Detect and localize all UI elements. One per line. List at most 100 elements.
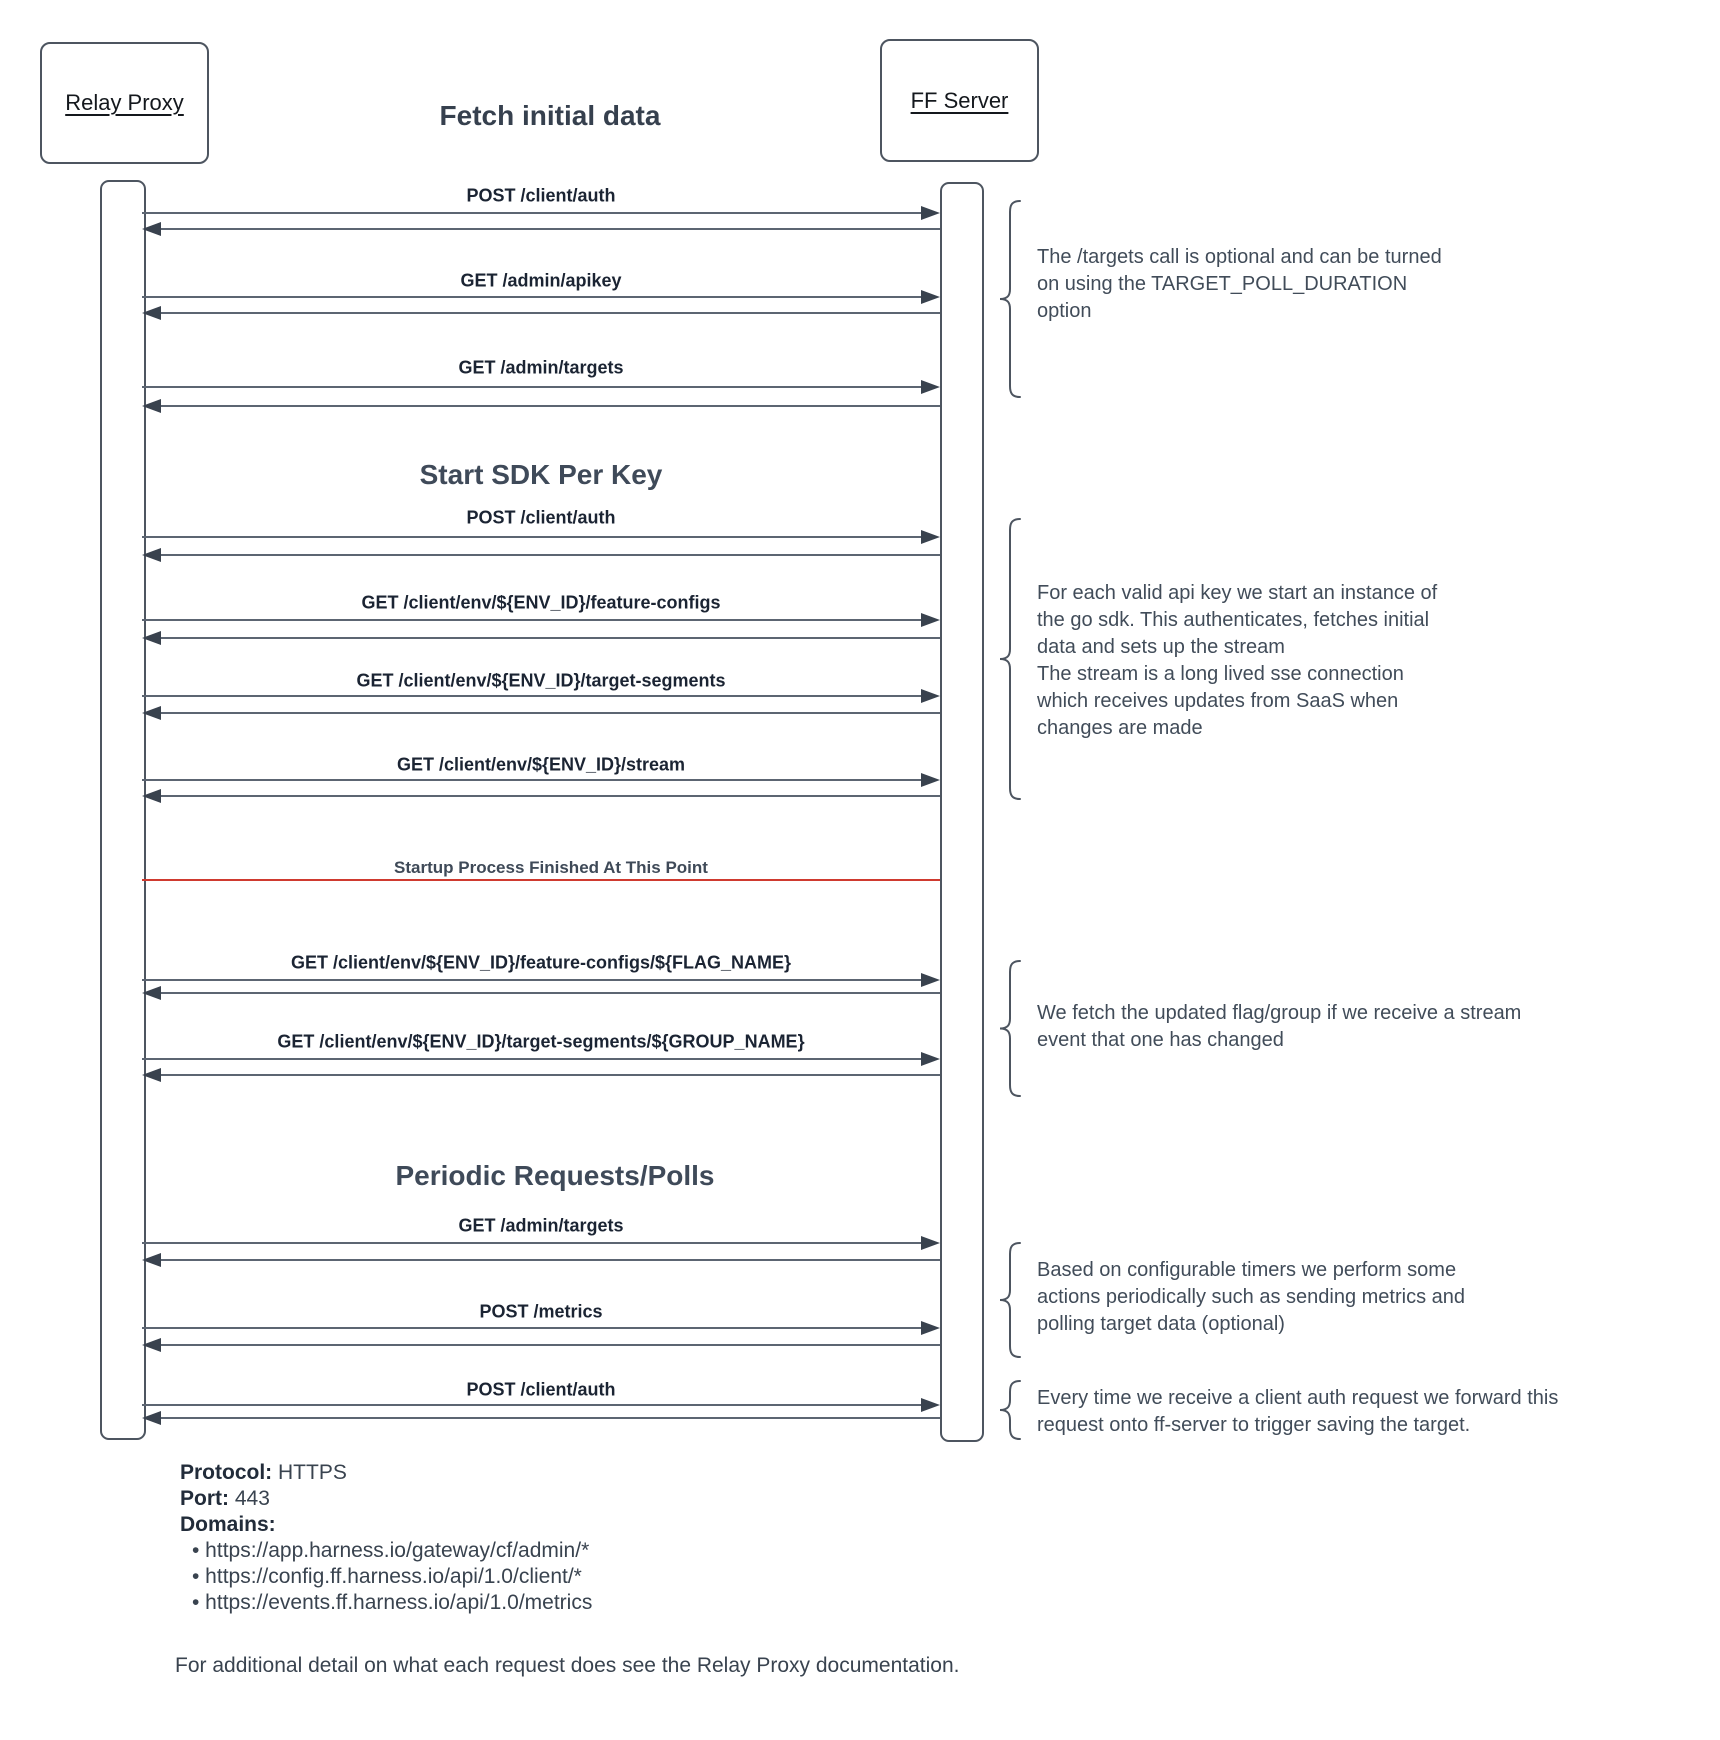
message-arrow-forward (142, 1242, 923, 1244)
message-arrow-forward (142, 536, 923, 538)
message-arrow-forward (142, 779, 923, 781)
domain-item: • https://app.harness.io/gateway/cf/admi… (192, 1539, 590, 1562)
arrowhead-right-icon (921, 613, 940, 627)
message-label: GET /client/env/${ENV_ID}/stream (390, 754, 692, 776)
annotation-line: Every time we receive a client auth requ… (1037, 1387, 1559, 1409)
arrowhead-right-icon (921, 530, 940, 544)
arrowhead-left-icon (142, 222, 161, 236)
message-arrow-forward (142, 296, 923, 298)
arrowhead-left-icon (142, 399, 161, 413)
message-arrow-return (159, 1259, 940, 1261)
relay-proxy-actor-box: Relay Proxy (40, 42, 209, 164)
annotation-brace-icon (999, 200, 1021, 398)
message-arrow-forward (142, 695, 923, 697)
annotation-line: For each valid api key we start an insta… (1037, 582, 1438, 604)
message-arrow-return (159, 637, 940, 639)
arrowhead-left-icon (142, 1338, 161, 1352)
message-label: POST /metrics (473, 1301, 609, 1323)
message-label: GET /client/env/${ENV_ID}/feature-config… (284, 952, 798, 974)
annotation-line: which receives updates from SaaS when (1037, 690, 1399, 712)
annotation-line: Based on configurable timers we perform … (1037, 1259, 1457, 1281)
message-label: POST /client/auth (460, 507, 622, 529)
info-domains: Domains: (180, 1512, 592, 1538)
protocol-value: HTTPS (278, 1461, 347, 1484)
annotation-text: Based on configurable timers we perform … (1037, 1257, 1465, 1338)
annotation-line: The stream is a long lived sse connectio… (1037, 663, 1404, 685)
domain-item: • https://events.ff.harness.io/api/1.0/m… (192, 1591, 593, 1614)
message-label: POST /client/auth (460, 185, 622, 207)
message-label: POST /client/auth (460, 1379, 622, 1401)
domain-item: • https://config.ff.harness.io/api/1.0/c… (192, 1565, 582, 1588)
message-arrow-forward (142, 212, 923, 214)
arrowhead-right-icon (921, 1052, 940, 1066)
arrowhead-left-icon (142, 631, 161, 645)
arrowhead-left-icon (142, 548, 161, 562)
message-label: GET /client/env/${ENV_ID}/target-segment… (271, 1031, 811, 1053)
info-port: Port: 443 (180, 1486, 592, 1512)
milestone-line (142, 879, 940, 881)
message-arrow-forward (142, 386, 923, 388)
arrowhead-right-icon (921, 380, 940, 394)
relay-proxy-lifeline (100, 180, 146, 1440)
annotation-text: Every time we receive a client auth requ… (1037, 1385, 1558, 1439)
section-heading: Periodic Requests/Polls (395, 1160, 715, 1191)
section-heading: Start SDK Per Key (419, 459, 663, 490)
annotation-brace-icon (999, 960, 1021, 1097)
message-arrow-forward (142, 619, 923, 621)
arrowhead-left-icon (142, 306, 161, 320)
message-label: GET /admin/targets (452, 357, 630, 379)
annotation-line: event that one has changed (1037, 1029, 1284, 1051)
ff-server-label: FF Server (910, 87, 1009, 113)
ff-server-lifeline (940, 182, 984, 1442)
annotation-line: actions periodically such as sending met… (1037, 1286, 1465, 1308)
annotation-line: request onto ff-server to trigger saving… (1037, 1414, 1471, 1436)
message-arrow-return (159, 992, 940, 994)
annotation-line: changes are made (1037, 717, 1203, 739)
message-label: GET /client/env/${ENV_ID}/target-segment… (350, 670, 732, 692)
arrowhead-left-icon (142, 1068, 161, 1082)
protocol-label: Protocol: (180, 1461, 273, 1484)
annotation-brace-icon (999, 1242, 1021, 1358)
message-arrow-forward (142, 1404, 923, 1406)
message-label: GET /admin/apikey (454, 270, 628, 292)
arrowhead-right-icon (921, 206, 940, 220)
ff-server-actor-box: FF Server (880, 39, 1039, 162)
arrowhead-right-icon (921, 773, 940, 787)
annotation-line: the go sdk. This authenticates, fetches … (1037, 609, 1430, 631)
arrowhead-left-icon (142, 986, 161, 1000)
diagram-title: Fetch initial data (439, 100, 661, 131)
message-arrow-return (159, 795, 940, 797)
relay-proxy-label: Relay Proxy (65, 90, 184, 115)
arrowhead-right-icon (921, 973, 940, 987)
message-arrow-return (159, 312, 940, 314)
footer-note: For additional detail on what each reque… (175, 1654, 960, 1677)
message-arrow-return (159, 712, 940, 714)
annotation-text: For each valid api key we start an insta… (1037, 580, 1437, 742)
arrowhead-right-icon (921, 1398, 940, 1412)
message-arrow-forward (142, 1058, 923, 1060)
arrowhead-right-icon (921, 290, 940, 304)
annotation-line: on using the TARGET_POLL_DURATION (1037, 273, 1408, 295)
arrowhead-right-icon (921, 1321, 940, 1335)
message-label: GET /client/env/${ENV_ID}/feature-config… (355, 592, 727, 614)
message-arrow-return (159, 554, 940, 556)
domains-list: • https://app.harness.io/gateway/cf/admi… (180, 1538, 592, 1616)
annotation-brace-icon (999, 518, 1021, 800)
domains-label: Domains: (180, 1513, 276, 1536)
arrowhead-left-icon (142, 1253, 161, 1267)
arrowhead-right-icon (921, 689, 940, 703)
message-arrow-return (159, 1344, 940, 1346)
message-arrow-return (159, 1417, 940, 1419)
arrowhead-left-icon (142, 1411, 161, 1425)
annotation-text: The /targets call is optional and can be… (1037, 244, 1442, 325)
milestone-label: Startup Process Finished At This Point (394, 858, 708, 877)
message-arrow-forward (142, 979, 923, 981)
message-label: GET /admin/targets (452, 1215, 630, 1237)
annotation-brace-icon (999, 1380, 1021, 1440)
message-arrow-forward (142, 1327, 923, 1329)
arrowhead-left-icon (142, 789, 161, 803)
arrowhead-left-icon (142, 706, 161, 720)
message-arrow-return (159, 405, 940, 407)
annotation-line: data and sets up the stream (1037, 636, 1285, 658)
